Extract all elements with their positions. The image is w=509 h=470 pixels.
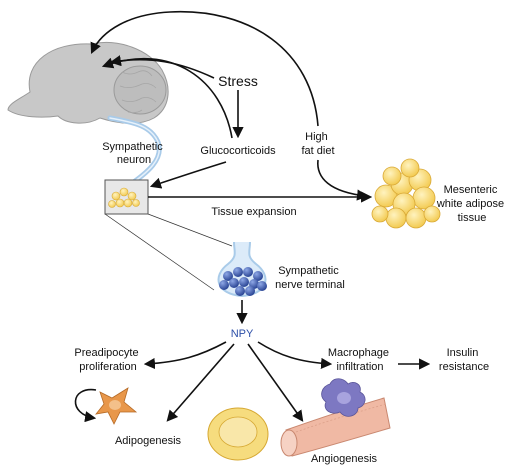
zoom-projection-line-left bbox=[104, 213, 215, 291]
arrow-highfat-to-adipose bbox=[317, 159, 369, 201]
blood-vessel bbox=[280, 397, 391, 457]
label-mesenteric-wat: Mesenteric white adipose tissue bbox=[436, 184, 507, 224]
mature-adipocyte bbox=[207, 407, 269, 461]
arrow-glucocorticoids-to-brain bbox=[101, 57, 233, 139]
label-preadipocyte-proliferation: Preadipocyte proliferation bbox=[74, 347, 141, 373]
label-npy: NPY bbox=[231, 328, 254, 340]
label-adipogenesis: Adipogenesis bbox=[115, 435, 182, 447]
arrow-glucocorticoids-to-box bbox=[149, 161, 227, 189]
label-angiogenesis: Angiogenesis bbox=[311, 453, 378, 465]
label-high-fat-diet: High fat diet bbox=[301, 131, 334, 157]
label-macrophage-infiltration: Macrophage infiltration bbox=[328, 347, 392, 373]
adipose-zoom-box bbox=[104, 179, 149, 215]
preadipocyte-cell bbox=[95, 387, 138, 425]
arrow-npy-to-preadipocyte bbox=[143, 341, 227, 370]
label-insulin-resistance: Insulin resistance bbox=[439, 347, 489, 373]
brain-illustration bbox=[7, 41, 169, 124]
label-sympathetic-terminal: Sympathetic nerve terminal bbox=[275, 265, 345, 291]
arrow-npy-to-adipogenesis bbox=[166, 343, 235, 422]
proliferation-loop-arrow bbox=[74, 388, 97, 423]
label-sympathetic-neuron: Sympathetic neuron bbox=[102, 141, 166, 166]
arrow-npy-to-macrophage bbox=[257, 341, 333, 369]
sympathetic-nerve-terminal bbox=[217, 241, 267, 298]
label-tissue-expansion: Tissue expansion bbox=[211, 206, 296, 218]
label-glucocorticoids: Glucocorticoids bbox=[200, 145, 276, 157]
arrow-npy-to-angiogenesis bbox=[247, 343, 304, 422]
macrophage-cell bbox=[321, 378, 366, 417]
mesenteric-adipose-cluster bbox=[371, 158, 441, 229]
label-stress: Stress bbox=[218, 73, 258, 89]
zoom-projection-line-right bbox=[147, 213, 233, 247]
arrow-highfat-to-brain bbox=[90, 10, 319, 127]
